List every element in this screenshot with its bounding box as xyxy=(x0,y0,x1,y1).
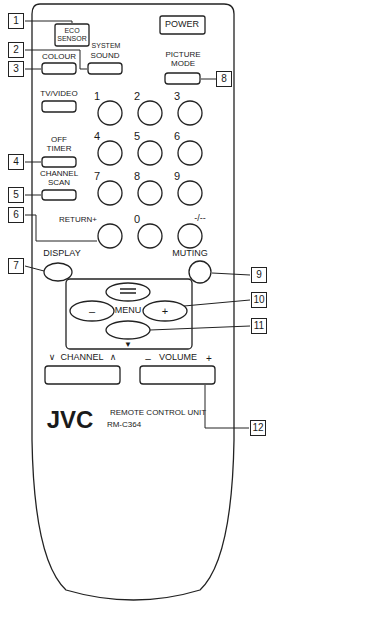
button-label: PICTURE MODE xyxy=(158,51,208,69)
button-symbol: ▼ xyxy=(124,341,132,350)
menu-right-button xyxy=(143,301,187,321)
channel-button xyxy=(45,366,120,384)
sensor-label: ECO SENSOR xyxy=(57,27,87,42)
callout-number: 12 xyxy=(250,420,266,436)
menu-up-button xyxy=(106,283,150,301)
volume-button xyxy=(140,366,215,384)
button-label: CHANNEL SCAN xyxy=(37,170,81,188)
callout-number: 7 xyxy=(8,258,24,274)
button-label: MENU xyxy=(115,306,142,316)
button-symbol: ∨ xyxy=(49,353,56,363)
callout-number: 8 xyxy=(216,71,232,87)
tv-video-button xyxy=(42,101,76,112)
key-number: 6 xyxy=(174,130,180,142)
leader-lines xyxy=(25,21,250,428)
callout-number: 2 xyxy=(8,42,24,58)
button-label: POWER xyxy=(165,20,199,30)
key-number: 5 xyxy=(134,130,140,142)
button-label: OFF TIMER xyxy=(39,136,79,154)
up-mark xyxy=(120,289,136,293)
callout-number: 9 xyxy=(251,267,267,283)
callout-number: 1 xyxy=(8,13,24,29)
button-symbol: – xyxy=(89,305,95,317)
key-number: 1 xyxy=(94,90,100,102)
key-number: 8 xyxy=(134,170,140,182)
callout-number: 3 xyxy=(8,61,24,77)
display-button xyxy=(44,263,72,281)
callout-number: 5 xyxy=(8,187,24,203)
button-label: COLOUR xyxy=(42,53,76,62)
menu-frame xyxy=(66,279,192,349)
button-label: CHANNEL xyxy=(60,353,103,363)
button-label: RETURN+ xyxy=(59,216,97,225)
button-symbol: ∧ xyxy=(110,353,117,363)
button-label: SYSTEM xyxy=(92,42,121,50)
key-number: -/-- xyxy=(194,214,206,224)
remote-body xyxy=(32,4,234,600)
button-label: MUTING xyxy=(172,249,208,259)
brand-logo: JVC xyxy=(47,407,94,433)
model-text: RM-C364 xyxy=(107,421,141,430)
model-text: REMOTE CONTROL UNIT xyxy=(110,409,206,418)
muting-button xyxy=(189,261,211,283)
callout-number: 6 xyxy=(8,207,24,223)
callout-number: 11 xyxy=(251,318,267,334)
eco-sensor-window xyxy=(55,24,89,46)
button-symbol: + xyxy=(162,305,168,317)
key-number: 4 xyxy=(94,130,100,142)
channel-scan-button xyxy=(42,190,76,200)
sound-button xyxy=(88,63,122,74)
key-number: 9 xyxy=(174,170,180,182)
callout-number: 4 xyxy=(8,154,24,170)
number-keys xyxy=(98,101,202,248)
key-number: 2 xyxy=(134,90,140,102)
button-symbol: + xyxy=(206,353,212,364)
key-number: 7 xyxy=(94,170,100,182)
key-number: 3 xyxy=(174,90,180,102)
off-timer-button xyxy=(42,157,76,167)
button-label: SOUND xyxy=(91,52,120,61)
button-label: TV/VIDEO xyxy=(40,90,77,99)
key-number: 0 xyxy=(134,213,140,225)
power-button xyxy=(160,16,205,34)
menu-left-button xyxy=(70,301,114,321)
button-symbol: – xyxy=(145,353,151,364)
picture-mode-button xyxy=(165,73,200,84)
menu-down-button xyxy=(106,321,150,339)
button-label: DISPLAY xyxy=(43,249,80,259)
colour-button xyxy=(42,63,76,74)
callout-number: 10 xyxy=(251,292,267,308)
button-label: VOLUME xyxy=(159,353,197,363)
